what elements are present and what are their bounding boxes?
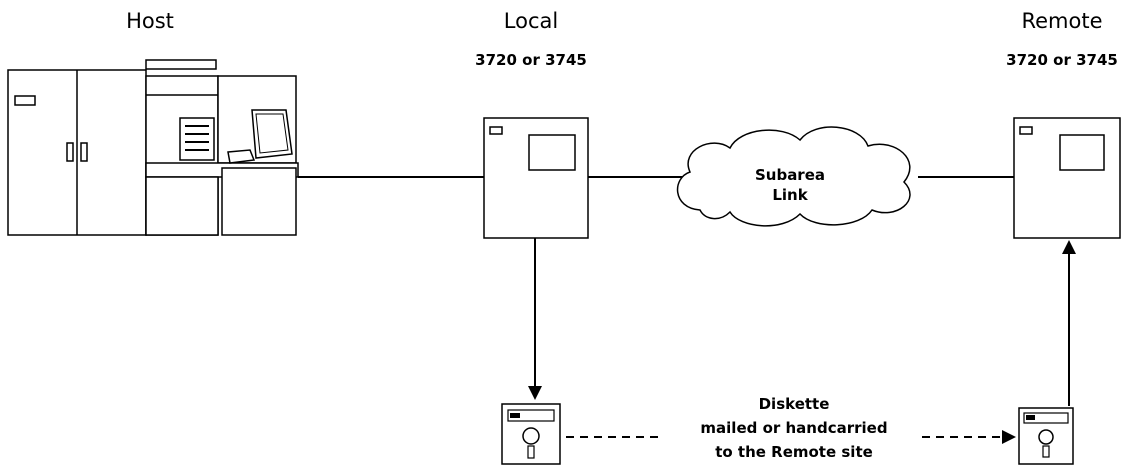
host-label: Host [126, 9, 174, 33]
local-model-label: 3720 or 3745 [475, 51, 587, 69]
subarea-link-cloud-icon [676, 126, 911, 227]
diskette-note-line1: Diskette [759, 395, 830, 413]
local-controller-icon [483, 117, 589, 239]
diskette-note-line3: to the Remote site [715, 443, 873, 461]
diskette-note-line2: mailed or handcarried [700, 419, 887, 437]
remote-label: Remote [1021, 9, 1102, 33]
cloud-line1-label: Subarea [755, 166, 825, 184]
host-mainframe-icon [7, 59, 299, 236]
local-diskette-icon [501, 403, 561, 465]
remote-diskette-icon [1018, 407, 1074, 465]
remote-model-label: 3720 or 3745 [1006, 51, 1118, 69]
local-label: Local [504, 9, 558, 33]
remote-controller-icon [1013, 117, 1121, 239]
cloud-line2-label: Link [772, 186, 808, 204]
